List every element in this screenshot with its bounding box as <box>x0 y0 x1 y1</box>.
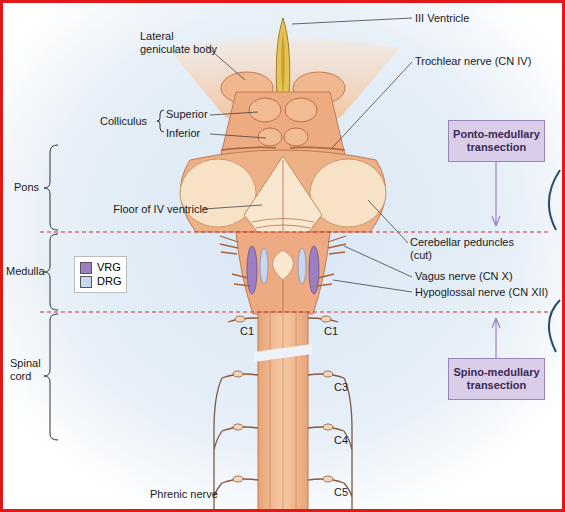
transection-line <box>40 232 548 233</box>
part-label: Phrenic nerve <box>150 488 230 501</box>
part-label: C5 <box>334 486 354 499</box>
inferior-colliculus <box>258 128 282 146</box>
box-text: Spino-medullary transection <box>452 366 541 392</box>
midbrain <box>221 92 345 155</box>
part-label: C1 <box>324 325 344 338</box>
trochlear-nerve <box>290 147 345 150</box>
medulla <box>236 232 330 314</box>
part-label: Medulla <box>6 265 48 278</box>
legend-swatch <box>80 262 92 274</box>
part-label: Trochlear nerve (CN IV) <box>415 55 560 68</box>
peduncle-cut <box>310 159 386 227</box>
legend-text: VRG <box>97 261 121 274</box>
part-label: Floor of IV ventricle <box>96 203 208 216</box>
part-label: C1 <box>240 325 260 338</box>
cut-edge <box>549 170 560 352</box>
cord-columns <box>270 312 296 512</box>
part-label: Spinal cord <box>10 357 50 383</box>
region-bracket <box>44 234 58 310</box>
legend-row: DRG <box>80 275 121 288</box>
legend: VRGDRG <box>74 256 127 293</box>
median-sulcus <box>283 280 284 314</box>
part-label: Colliculus <box>100 115 158 128</box>
transection-box: Spino-medullary transection <box>448 358 545 400</box>
trochlear-nerve <box>221 147 276 150</box>
legend-text: DRG <box>97 275 121 288</box>
vrg-column <box>247 246 257 294</box>
hypoglossal-rootlets <box>232 274 250 286</box>
transection-line <box>40 312 548 313</box>
inferior-colliculus <box>284 128 308 146</box>
peduncle-cut <box>180 159 256 227</box>
legend-swatch <box>80 276 92 288</box>
third-ventricle-inner <box>281 30 285 98</box>
part-label: Pons <box>14 181 48 194</box>
drg-column <box>260 248 268 284</box>
superior-colliculus <box>249 98 281 122</box>
region-bracket <box>44 145 58 230</box>
spinal-cord <box>258 312 308 512</box>
vrg-column <box>309 246 319 294</box>
spinal-roots <box>222 318 344 483</box>
part-label: Vagus nerve (CN X) <box>415 270 560 283</box>
leader-lines <box>204 18 412 292</box>
part-label: Hypoglossal nerve (CN XII) <box>415 286 561 299</box>
legend-row: VRG <box>80 261 121 274</box>
part-label: Cerebellar peduncles (cut) <box>410 236 520 262</box>
part-label: Superior <box>166 108 226 121</box>
root-ganglia <box>233 316 333 482</box>
striae <box>252 219 314 229</box>
part-label: Inferior <box>166 127 226 140</box>
part-label: Lateral geniculate body <box>140 30 220 56</box>
part-label: C3 <box>334 381 354 394</box>
part-label: III Ventricle <box>415 12 535 25</box>
region-bracket <box>44 314 58 440</box>
superior-colliculus <box>285 98 317 122</box>
hypoglossal-rootlets <box>316 274 334 286</box>
transection-box: Ponto-medullary transection <box>448 120 545 162</box>
vagus-rootlets <box>328 236 346 254</box>
box-text: Ponto-medullary transection <box>452 128 541 154</box>
colliculus-brace <box>157 110 164 132</box>
ventricle-caudal <box>273 250 294 280</box>
transection-pointer <box>492 162 500 226</box>
transection-pointer <box>492 318 500 358</box>
cord-break <box>254 344 312 362</box>
part-label: C4 <box>334 434 354 447</box>
drg-column <box>298 248 306 284</box>
vagus-rootlets <box>220 236 238 254</box>
